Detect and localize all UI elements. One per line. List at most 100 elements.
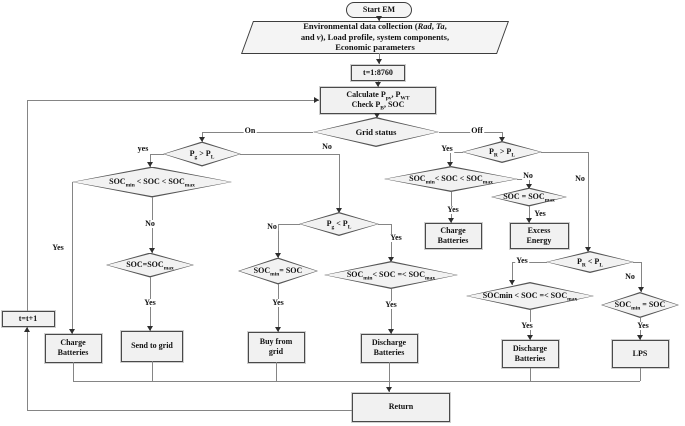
node-pg-gt-pl: Pg > PL: [163, 141, 241, 167]
edge-label-no: No: [266, 222, 278, 231]
diamond-fill: [107, 253, 193, 277]
arrowhead-soc-mid-yes: [387, 329, 394, 334]
connector-pg-lt-yes: [378, 224, 391, 226]
node-soc-range-right: SOCmin < SOC =< SOCmax: [466, 282, 594, 310]
connector-pr-gt-no: [588, 152, 590, 252]
edge-label-no: No: [574, 174, 586, 183]
connector-pg-gt-no: [240, 154, 339, 156]
arrowhead-soc-on-yes: [68, 329, 75, 334]
arrowhead-t-increment-to-calc: [314, 97, 319, 103]
node-label: Pg > PL: [189, 149, 215, 161]
connector-t-increment-to-calc: [27, 100, 319, 102]
connector-pg-lt-no: [278, 224, 280, 258]
process-shape: [509, 223, 569, 249]
connector-pg-lt-yes: [391, 224, 393, 262]
edge-label-yes: Yes: [636, 321, 650, 330]
node-label: Start EM: [362, 5, 396, 15]
process-shape: [611, 340, 669, 368]
edge-label-yes: Yes: [389, 233, 403, 242]
edge-label-yes: Yes: [533, 209, 547, 218]
arrowhead-start-to-data: [375, 16, 382, 21]
arrowhead-socmin-right-yes: [636, 335, 643, 340]
node-time-range: t=1:8760: [351, 65, 405, 81]
node-label: SOCmin= SOC: [253, 266, 303, 278]
edge-label-yes: Yes: [446, 205, 460, 214]
node-start-em: Start EM: [346, 2, 412, 18]
node-pr-lt-pl: PR < PL: [546, 251, 634, 273]
process-shape: [351, 65, 405, 81]
node-return: Return: [352, 392, 450, 422]
edge-label-yes: Yes: [51, 243, 65, 252]
node-label: PR < PL: [577, 257, 603, 269]
arrowhead-socmax-off-yes: [525, 218, 532, 223]
edge-label-on: On: [243, 126, 257, 135]
arrowhead-data-to-time: [375, 59, 382, 64]
arrowhead-pr-lt-no: [637, 287, 644, 292]
edge-label-off: Off: [470, 126, 484, 135]
node-label: SOCmin< SOC =< SOCmax: [346, 270, 436, 282]
edge-label-yes: Yes: [520, 321, 534, 330]
edge-label-yes: yes: [136, 144, 150, 153]
node-pg-lt-pl: Pg < PL: [299, 212, 379, 236]
connector-buy-to-bus: [276, 362, 278, 381]
connector-t-increment-to-calc: [27, 100, 29, 311]
process-shape: [360, 333, 418, 363]
node-label: SOC=SOCmax: [126, 260, 174, 272]
node-label: SOCmin< SOC < SOCmax: [409, 174, 493, 186]
diamond-fill: [492, 188, 566, 206]
connector-charge-left-to-bus: [73, 362, 75, 381]
connector-data-to-time: [379, 53, 381, 64]
node-soc-range-off: SOCmin< SOC < SOCmax: [384, 166, 518, 192]
edge-label-no: No: [321, 142, 333, 151]
connector-pg-gt-yes: [150, 154, 164, 156]
node-t-increment: t=t+1: [1, 311, 55, 327]
node-grid-status: Grid status: [313, 117, 439, 147]
connector-pg-lt-no: [278, 224, 300, 226]
node-label: PR > PL: [489, 147, 515, 159]
arrowhead-pr-gt-no: [584, 247, 591, 252]
arrowhead-time-to-calc: [374, 82, 381, 87]
connector-socmax-off-yes: [529, 206, 531, 223]
edge-label-yes: Yes: [271, 298, 285, 307]
edge-label-yes: Yes: [440, 144, 454, 153]
connector-lps-to-bus: [640, 368, 642, 381]
connector-pr-gt-yes: [450, 152, 452, 167]
connector-socmin-mid-yes: [278, 284, 280, 332]
diamond-fill: [300, 213, 378, 235]
connector-send-to-bus: [152, 361, 154, 381]
arrowhead-discharge-mid-to-return: [385, 387, 392, 392]
connector-return-feedback: [27, 327, 29, 410]
connector-pr-lt-yes: [512, 262, 547, 264]
connector-soc-on-yes: [72, 182, 74, 334]
connector-discharge-mid-to-return: [389, 362, 391, 392]
node-label: SOCmin < SOC < SOCmax: [109, 177, 195, 189]
arrowhead-soc-off-no: [525, 184, 532, 189]
connector-pr-lt-no: [633, 262, 641, 264]
node-label: t=t+1: [18, 314, 38, 324]
process-shape: [424, 223, 482, 249]
arrowhead-soc-off-yes: [447, 218, 454, 223]
connector-pr-lt-yes: [512, 262, 514, 285]
arrowhead-soc-on-no: [148, 248, 155, 253]
connector-discharge-right-to-bus: [530, 368, 532, 381]
diamond-fill: [385, 167, 517, 191]
arrowhead-pr-lt-yes: [508, 280, 515, 285]
diamond-fill: [602, 293, 678, 317]
diamond-fill: [547, 252, 633, 272]
node-label: LPS: [632, 349, 648, 359]
node-soc-eq-max-off: SOC = SOCmax: [491, 187, 567, 207]
